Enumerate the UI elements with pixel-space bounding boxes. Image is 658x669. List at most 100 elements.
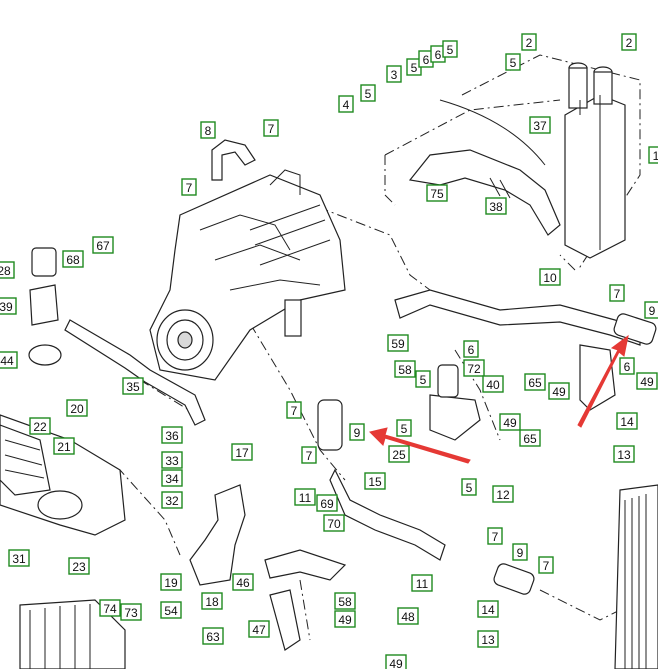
callout-label: 49 [389,657,403,669]
callout-box [202,627,224,645]
callout-label: 7 [306,449,313,463]
callout-box [0,351,18,369]
callout-label: 58 [338,595,352,609]
callout-box [161,491,183,509]
hose-35 [64,319,206,426]
engine [149,169,346,381]
callout-label: 37 [533,119,547,133]
callout-label: 9 [354,426,361,440]
callout-box [62,250,84,268]
callout-c39: 39 [0,297,17,315]
red-arrow-left [369,427,471,464]
callout-label: 7 [291,404,298,418]
callout-label: 22 [33,420,47,434]
callout-box [231,443,253,461]
callout-label: 67 [96,239,110,253]
callout-c34: 34 [161,469,183,487]
bracket-40 [429,394,481,441]
pipe-10 [394,289,641,346]
callout-box [334,592,356,610]
callout-box [66,399,88,417]
callout-label: 70 [327,517,341,531]
callout-label: 49 [503,416,517,430]
callout-c7a: 7 [263,119,279,137]
callout-c11a: 11 [294,488,316,506]
callout-c49a: 49 [548,382,570,400]
callout-box [529,116,551,134]
filter-housing-bottom [19,599,126,669]
callout-box [338,95,354,113]
bracket-46 [264,549,347,581]
callout-label: 32 [165,494,179,508]
callout-label: 20 [70,402,84,416]
callout-label: 5 [447,43,454,57]
callout-label: 5 [411,61,418,75]
callout-box [201,592,223,610]
callout-c36: 36 [161,426,183,444]
callout-box [122,377,144,395]
callout-box [463,359,485,377]
bracket-right [579,344,616,411]
callout-c46: 46 [232,573,254,591]
callout-label: 17 [235,446,249,460]
sensor-28 [31,247,57,277]
callout-box [636,372,658,390]
callout-c7g: 7 [538,556,554,574]
callout-c44: 44 [0,351,18,369]
callout-c14a: 14 [616,412,638,430]
hose-9-middle [317,399,343,451]
callout-c54: 54 [160,601,182,619]
callout-label: 7 [186,181,193,195]
callout-label: 6 [624,360,631,374]
callout-box [648,146,658,164]
callout-label: 18 [205,595,219,609]
callout-label: 65 [528,376,542,390]
callout-label: 11 [416,577,429,591]
callout-box [248,620,270,638]
callout-c7b: 7 [181,178,197,196]
callout-label: 25 [392,448,406,462]
callout-box [609,284,625,302]
callout-box [415,370,431,388]
valve-39 [29,284,59,326]
callout-label: 6 [423,53,430,67]
callout-box [120,603,142,621]
callout-label: 48 [401,610,415,624]
callout-c68: 68 [62,250,84,268]
callout-label: 14 [481,603,495,617]
callout-box [426,184,448,202]
callout-box [524,373,546,391]
callout-label: 28 [0,264,11,278]
callout-label: 63 [206,630,220,644]
callout-c15: 15 [364,472,386,490]
callout-c13b: 13 [477,630,499,648]
callout-box [521,33,537,51]
callout-box [463,340,479,358]
callout-label: 15 [368,475,382,489]
callout-c11b: 11 [411,574,433,592]
callout-box [397,607,419,625]
callout-label: 1 [653,149,658,163]
callout-c7d: 7 [286,401,302,419]
callout-c58b: 58 [334,592,356,610]
callout-c10: 10 [539,268,561,286]
callout-box [364,472,386,490]
callout-c5c: 5 [505,53,521,71]
callout-label: 6 [468,343,475,357]
callout-label: 39 [0,300,13,314]
callout-label: 21 [57,440,71,454]
callout-c65: 65 [524,373,546,391]
filter-72 [437,364,459,398]
callout-label: 49 [640,375,654,389]
callout-c49d: 49 [334,610,356,628]
callout-c22: 22 [29,417,51,435]
callout-label: 2 [626,36,633,50]
callout-label: 3 [391,68,398,82]
callout-label: 5 [420,373,427,387]
callout-label: 13 [617,448,631,462]
callout-label: 68 [66,253,80,267]
callout-box [461,478,477,496]
callout-label: 7 [543,559,550,573]
callout-box [286,401,302,419]
callout-box [492,485,514,503]
